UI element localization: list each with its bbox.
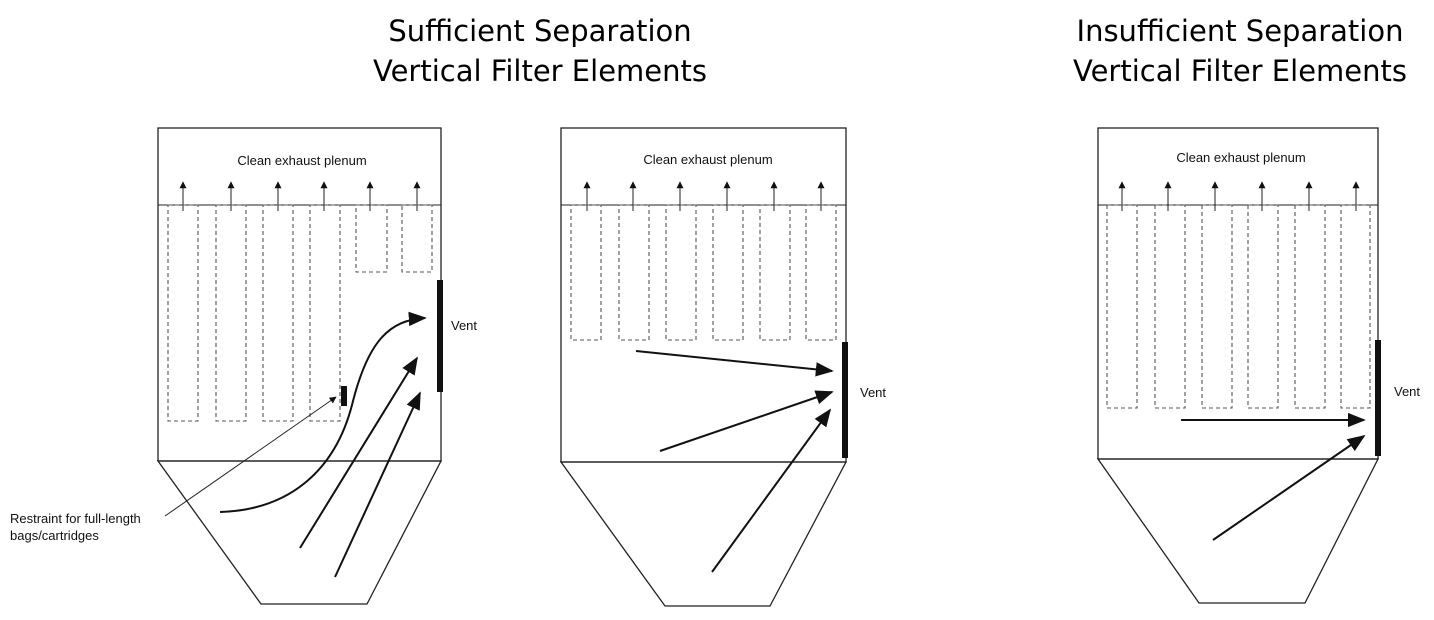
restraint-leader-line xyxy=(164,396,337,517)
panel-b-plenum-label: Clean exhaust plenum xyxy=(643,152,772,167)
panel-a-vent-panel xyxy=(437,280,443,392)
panel-a-exhaust-arrows xyxy=(179,181,421,211)
filter-element-full-length xyxy=(262,204,294,422)
panel-c-filter-elements xyxy=(1106,204,1371,409)
filter-element xyxy=(1201,204,1233,409)
heading-sufficient-line2: Vertical Filter Elements xyxy=(373,54,707,88)
filter-element xyxy=(1340,204,1371,409)
airflow-arrow xyxy=(659,390,834,452)
panel-c-airflow-arrows xyxy=(1181,412,1366,541)
panel-c-vent-label: Vent xyxy=(1394,384,1420,399)
filter-element xyxy=(665,204,697,341)
panel-c-exhaust-arrows xyxy=(1118,181,1360,211)
filter-element xyxy=(570,204,602,341)
panel-a-airflow-arrows xyxy=(219,311,427,578)
panel-a-vent-label: Vent xyxy=(451,318,477,333)
panel-c-hopper xyxy=(1096,458,1380,604)
panel-a-plenum-label: Clean exhaust plenum xyxy=(237,153,366,168)
panel-b-filter-elements xyxy=(570,204,837,341)
heading-insufficient-separation: Insufficient Separation Vertical Filter … xyxy=(1010,11,1434,91)
panel-b-vent-label: Vent xyxy=(860,385,886,400)
filter-element-full-length xyxy=(167,204,199,422)
heading-insufficient-line1: Insufficient Separation xyxy=(1076,14,1404,48)
heading-sufficient-line1: Sufficient Separation xyxy=(388,14,692,48)
panel-a-collector: Clean exhaust plenum Vent Restraint xyxy=(10,127,477,605)
filter-element-short xyxy=(401,204,433,273)
filter-element xyxy=(805,204,837,341)
airflow-arrow xyxy=(635,350,834,377)
filter-element xyxy=(1106,204,1138,409)
heading-sufficient-separation: Sufficient Separation Vertical Filter El… xyxy=(310,11,770,91)
airflow-arrow xyxy=(299,356,418,549)
panel-b-collector: Clean exhaust plenum Vent xyxy=(559,127,886,607)
filter-element xyxy=(1294,204,1326,409)
panel-b-vent-panel xyxy=(842,342,848,458)
airflow-arrow xyxy=(711,408,832,573)
panel-c-housing xyxy=(1097,127,1379,460)
filter-element xyxy=(1154,204,1186,409)
filter-element xyxy=(712,204,744,341)
airflow-arrow-curved xyxy=(219,311,427,513)
filter-element xyxy=(1247,204,1279,409)
panel-a-filter-elements xyxy=(167,204,433,422)
heading-insufficient-line2: Vertical Filter Elements xyxy=(1073,54,1407,88)
filter-element-full-length xyxy=(215,204,247,422)
panel-b-hopper xyxy=(559,461,848,607)
panel-b-housing xyxy=(560,127,847,463)
panel-a-housing xyxy=(157,127,442,462)
filter-element xyxy=(759,204,791,341)
panel-b-exhaust-arrows xyxy=(583,181,825,211)
filter-element-short xyxy=(355,204,388,273)
airflow-arrow xyxy=(334,391,421,578)
restraint-block xyxy=(341,386,347,406)
airflow-arrow xyxy=(1212,434,1366,541)
filter-element xyxy=(618,204,650,341)
restraint-label-line1: Restraint for full-length xyxy=(10,511,141,526)
panel-c-plenum-label: Clean exhaust plenum xyxy=(1176,150,1305,165)
panel-c-vent-panel xyxy=(1375,340,1381,456)
panel-b-airflow-arrows xyxy=(635,350,834,573)
restraint-label-line2: bags/cartridges xyxy=(10,528,99,543)
panel-a-hopper xyxy=(156,460,443,605)
panel-c-collector: Clean exhaust plenum Vent xyxy=(1096,127,1420,604)
filter-element-full-length xyxy=(309,204,341,422)
